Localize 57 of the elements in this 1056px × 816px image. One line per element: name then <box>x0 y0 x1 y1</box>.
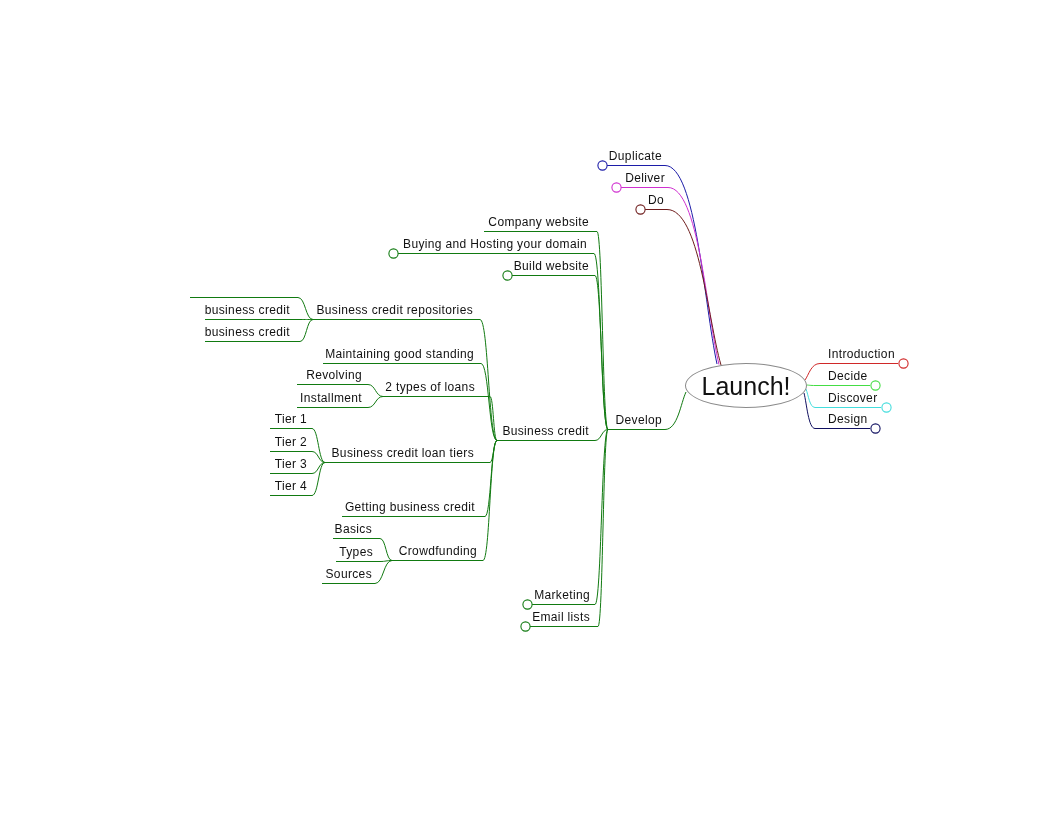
topic-label: Build website <box>513 259 589 273</box>
branch-line <box>311 462 326 496</box>
topic-label: Design <box>828 412 868 426</box>
central-topic-label: Launch! <box>701 371 791 400</box>
topic-label: Installment <box>300 391 362 405</box>
branch-line <box>805 388 816 408</box>
topic-label: Discover <box>828 391 878 405</box>
topic-label: Crowdfunding <box>398 544 477 558</box>
topic-label: Buying and Hosting your domain <box>403 237 587 251</box>
topic-label: Duplicate <box>608 149 662 163</box>
topic-label: business credit <box>204 325 290 339</box>
topic-label: Business credit loan tiers <box>331 446 474 460</box>
branch-line <box>379 560 393 562</box>
topic-label: Getting business credit <box>344 500 475 514</box>
branch-line <box>594 429 609 441</box>
topic-label: Tier 2 <box>274 435 307 449</box>
topic-label: Marketing <box>534 588 590 602</box>
branch-line <box>806 384 816 386</box>
topic-label: Introduction <box>828 347 895 361</box>
branch-line <box>311 451 326 463</box>
branch-line <box>367 396 384 408</box>
branch-line <box>311 428 326 463</box>
topic-label: Business credit repositories <box>316 303 473 317</box>
topic-label: Tier 4 <box>274 479 307 493</box>
branch-line <box>374 560 393 584</box>
topic-label: business credit <box>204 303 290 317</box>
topic-label: Business credit <box>502 424 589 438</box>
branch-line <box>664 165 718 365</box>
topic-label: Email lists <box>532 610 590 624</box>
branch-line <box>594 275 609 430</box>
branch-line <box>594 429 609 605</box>
topic-label: Company website <box>488 215 589 229</box>
topic-label: Tier 1 <box>274 412 307 426</box>
topic-label: Deliver <box>625 171 665 185</box>
branch-line <box>667 187 720 365</box>
topic-label: Basics <box>334 522 372 536</box>
branch-line <box>480 363 498 441</box>
topic-label: 2 types of loans <box>385 380 475 394</box>
topic-label: Develop <box>615 413 662 427</box>
topic-label: Do <box>647 193 664 207</box>
branch-line <box>664 391 687 430</box>
topic-label: Tier 3 <box>274 457 307 471</box>
branch-line <box>367 384 384 397</box>
topic-label: Revolving <box>306 368 362 382</box>
branch-line <box>299 319 314 342</box>
topic-label: Sources <box>325 567 372 581</box>
topic-label: Decide <box>828 369 868 383</box>
branch-line <box>597 429 609 627</box>
topic-label: Types <box>339 545 373 559</box>
central-topic <box>685 363 807 408</box>
branch-line <box>379 538 393 561</box>
branch-line <box>804 363 821 381</box>
branch-line <box>299 319 314 320</box>
branch-line <box>489 396 498 441</box>
topic-label: Maintaining good standing <box>325 347 474 361</box>
branch-line <box>482 440 498 561</box>
branch-line <box>297 297 314 320</box>
